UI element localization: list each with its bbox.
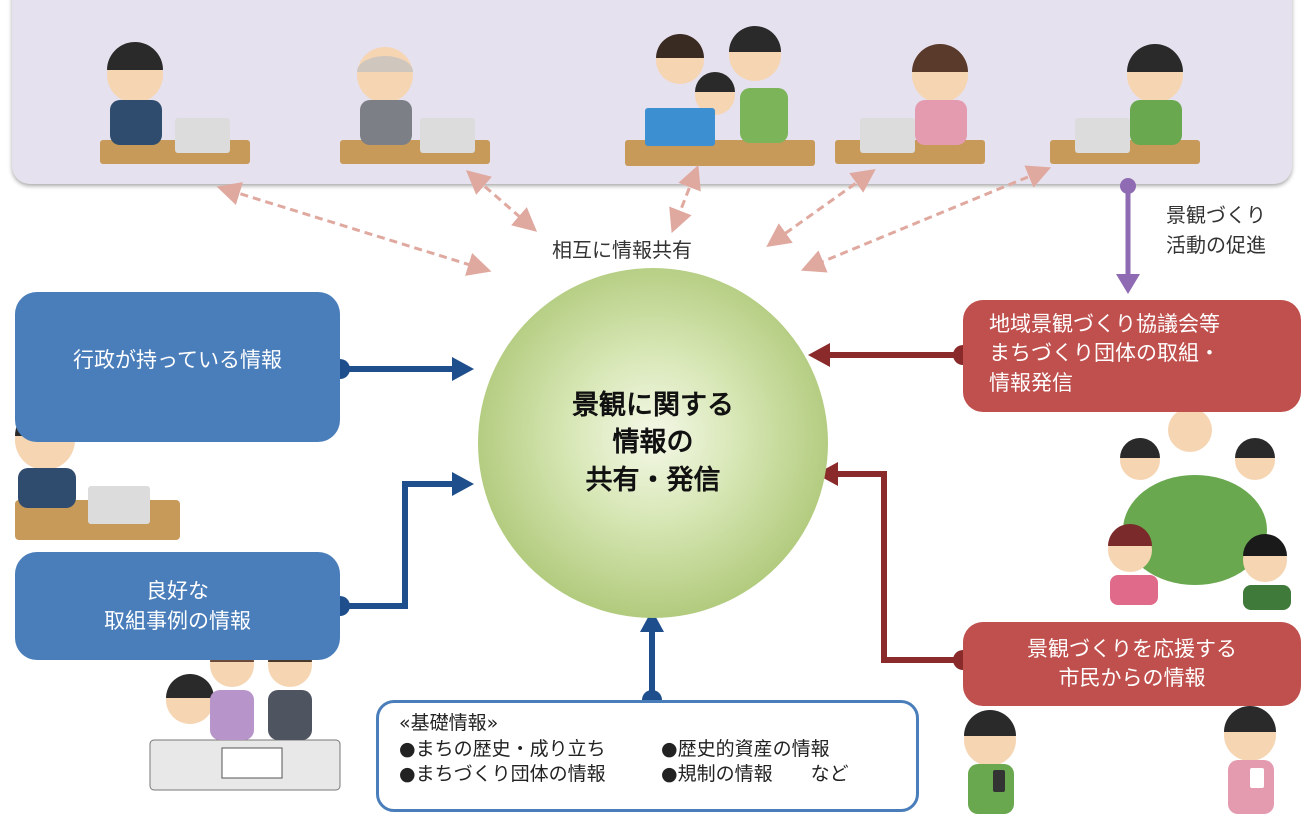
promotion-label-line-2: 活動の促進 (1166, 233, 1266, 257)
citizens-line-2: 市民からの情報 (1058, 666, 1206, 690)
good-examples-arrow (330, 472, 474, 616)
good-examples-line-1: 良好な (146, 578, 209, 603)
council-line-2: まちづくり団体の取組・ (989, 341, 1220, 366)
council-arrow (808, 343, 973, 367)
basic-info-row-2: ●まちづくり団体の情報 ●規制の情報 など (399, 762, 896, 788)
basic-info-arrow (640, 610, 664, 710)
person-computer-5-icon (1050, 44, 1200, 164)
basic-info-assets: ●歴史的資産の情報 (661, 737, 830, 760)
consultation-icon (149, 640, 341, 791)
good-examples-box: 良好な 取組事例の情報 (15, 552, 340, 660)
person-computer-1-icon (100, 42, 250, 164)
mutual-share-label: 相互に情報共有 (552, 238, 692, 262)
central-hub-title: 景観に関する 情報の 共有・発信 (572, 387, 734, 499)
basic-info-title: «基礎情報» (399, 712, 499, 734)
hub-line-1: 景観に関する (572, 390, 734, 422)
promotion-label-line-1: 景観づくり (1166, 203, 1266, 227)
good-examples-line-2: 取組事例の情報 (104, 609, 251, 633)
basic-info-groups: ●まちづくり団体の情報 (399, 763, 606, 786)
hub-line-2: 情報の (612, 427, 694, 459)
person-computer-2-icon (340, 47, 490, 164)
admin-info-box: 行政が持っている情報 (15, 292, 340, 442)
basic-info-history: ●まちの歴史・成り立ち (399, 737, 606, 760)
promotion-label: 景観づくり 活動の促進 (1166, 200, 1266, 260)
central-hub-circle: 景観に関する 情報の 共有・発信 (478, 268, 828, 618)
hub-line-3: 共有・発信 (585, 464, 721, 496)
basic-info-row-1: ●まちの歴史・成り立ち ●歴史的資産の情報 (399, 737, 896, 763)
mutual-share-arrows (216, 164, 1052, 276)
basic-info-box: «基礎情報» ●まちの歴史・成り立ち ●歴史的資産の情報 ●まちづくり団体の情報… (376, 700, 919, 812)
council-box: 地域景観づくり協議会等 まちづくり団体の取組・ 情報発信 (963, 300, 1301, 412)
council-meeting-icon (1108, 408, 1291, 610)
citizen-phone-icons (964, 706, 1276, 814)
citizens-line-1: 景観づくりを応援する (1027, 636, 1237, 661)
basic-info-regulations: ●規制の情報 など (661, 763, 849, 786)
council-line-3: 情報発信 (989, 370, 1073, 395)
admin-info-text: 行政が持っている情報 (73, 347, 282, 372)
person-computer-4-icon (835, 44, 985, 164)
family-computer-icon (625, 26, 815, 166)
citizens-info-box: 景観づくりを応援する 市民からの情報 (963, 622, 1301, 706)
citizens-arrow (816, 462, 973, 670)
promotion-arrow (1116, 178, 1140, 294)
council-line-1: 地域景観づくり協議会等 (989, 312, 1220, 336)
admin-staff-icon (15, 406, 180, 540)
admin-info-arrow (330, 357, 474, 381)
